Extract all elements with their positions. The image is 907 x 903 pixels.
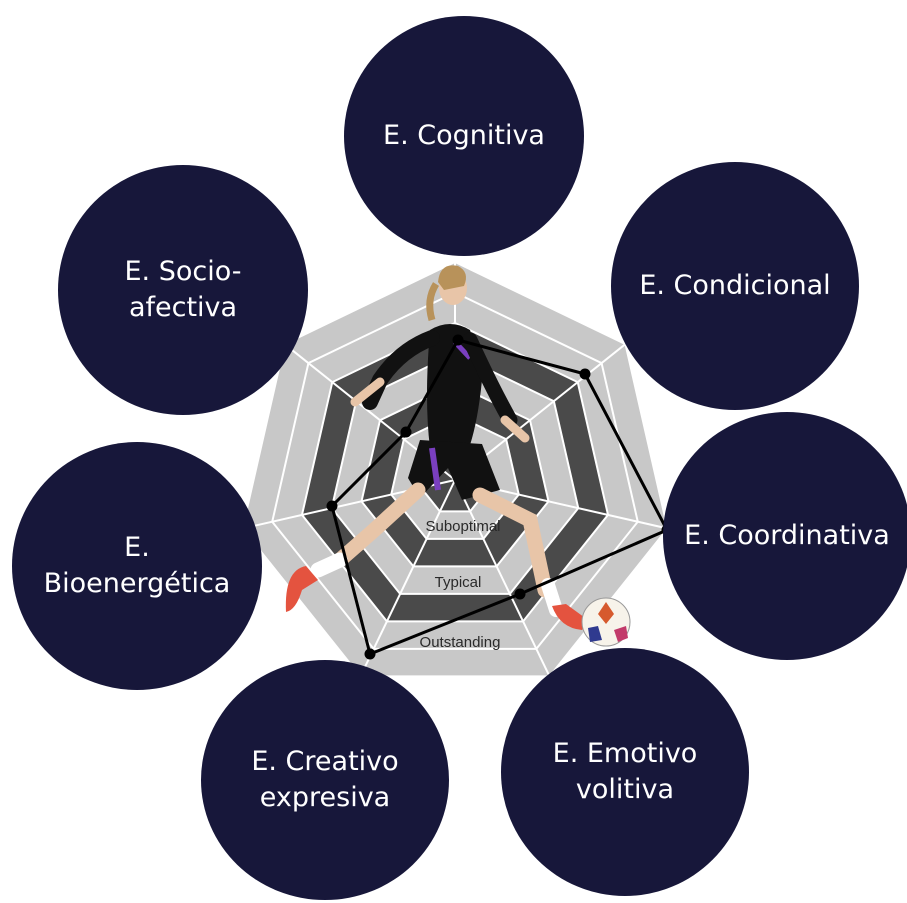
radar-spoke — [454, 479, 551, 677]
soccer-ball-icon — [581, 597, 631, 647]
bubble-coordinativa: E. Coordinativa — [663, 412, 907, 660]
bubble-condicional: E. Condicional — [611, 162, 859, 410]
profile-vertices — [326, 334, 673, 660]
bubble-label: E. Bioenergética — [43, 531, 231, 599]
bubble-socio-afectiva: E. Socio- afectiva — [58, 165, 308, 415]
bubble-label: E. Socio- afectiva — [124, 255, 242, 323]
profile-vertex — [579, 368, 591, 380]
radar-spoke — [359, 479, 456, 677]
soccer-player-figure — [285, 265, 631, 647]
profile-vertex — [364, 648, 376, 660]
bubble-creativo-expresiva: E. Creativo expresiva — [201, 660, 449, 900]
bubble-label: E. Condicional — [639, 269, 831, 301]
profile-vertex — [326, 500, 338, 512]
bubble-bioenergetica: E. Bioenergética — [12, 442, 262, 690]
bubble-label: E. Creativo expresiva — [251, 745, 399, 813]
level-label-suboptimal: Suboptimal — [425, 518, 501, 535]
bubble-emotivo-volitiva: E. Emotivo volitiva — [501, 648, 749, 896]
bubble-label: E. Emotivo volitiva — [552, 737, 698, 805]
profile-polygon — [330, 338, 669, 656]
bubble-label: E. Cognitiva — [383, 119, 545, 151]
bubble-label: E. Coordinativa — [684, 519, 890, 551]
bubble-cognitiva: E. Cognitiva — [344, 16, 584, 256]
profile-vertex — [452, 334, 464, 346]
profile-vertex — [514, 588, 526, 600]
profile-vertex — [400, 426, 412, 438]
level-label-typical: Typical — [434, 574, 482, 591]
level-label-outstanding: Outstanding — [419, 634, 501, 651]
